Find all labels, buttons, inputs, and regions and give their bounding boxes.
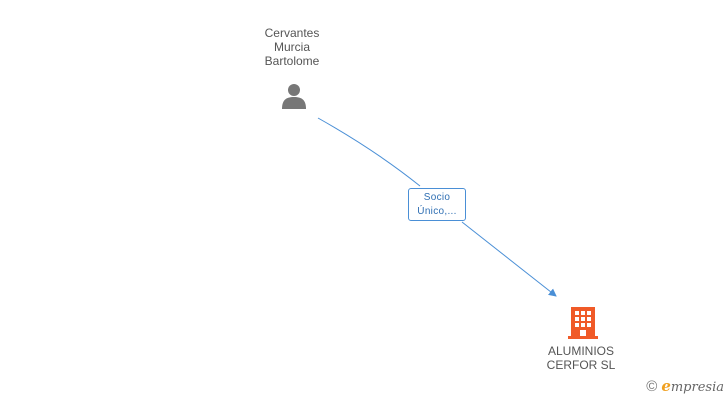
edge-line-arrow (461, 221, 557, 297)
edge-label[interactable]: Socio Único,... (408, 188, 466, 221)
brand-logo-rest: mpresia (670, 380, 724, 395)
copyright-icon: © (646, 377, 658, 395)
company-node-label[interactable]: ALUMINIOS CERFOR SL (546, 344, 616, 372)
person-node-label[interactable]: Cervantes Murcia Bartolome (264, 26, 320, 68)
person-icon[interactable] (280, 82, 308, 110)
edge-label-line2: Único,... (417, 206, 457, 217)
brand-logo-initial: e (661, 377, 671, 395)
watermark: © empresia (646, 377, 724, 395)
edge-label-line1: Socio (423, 192, 451, 203)
building-icon[interactable] (568, 305, 598, 339)
brand-logo: empresia (661, 377, 724, 395)
edge-line (317, 117, 421, 187)
